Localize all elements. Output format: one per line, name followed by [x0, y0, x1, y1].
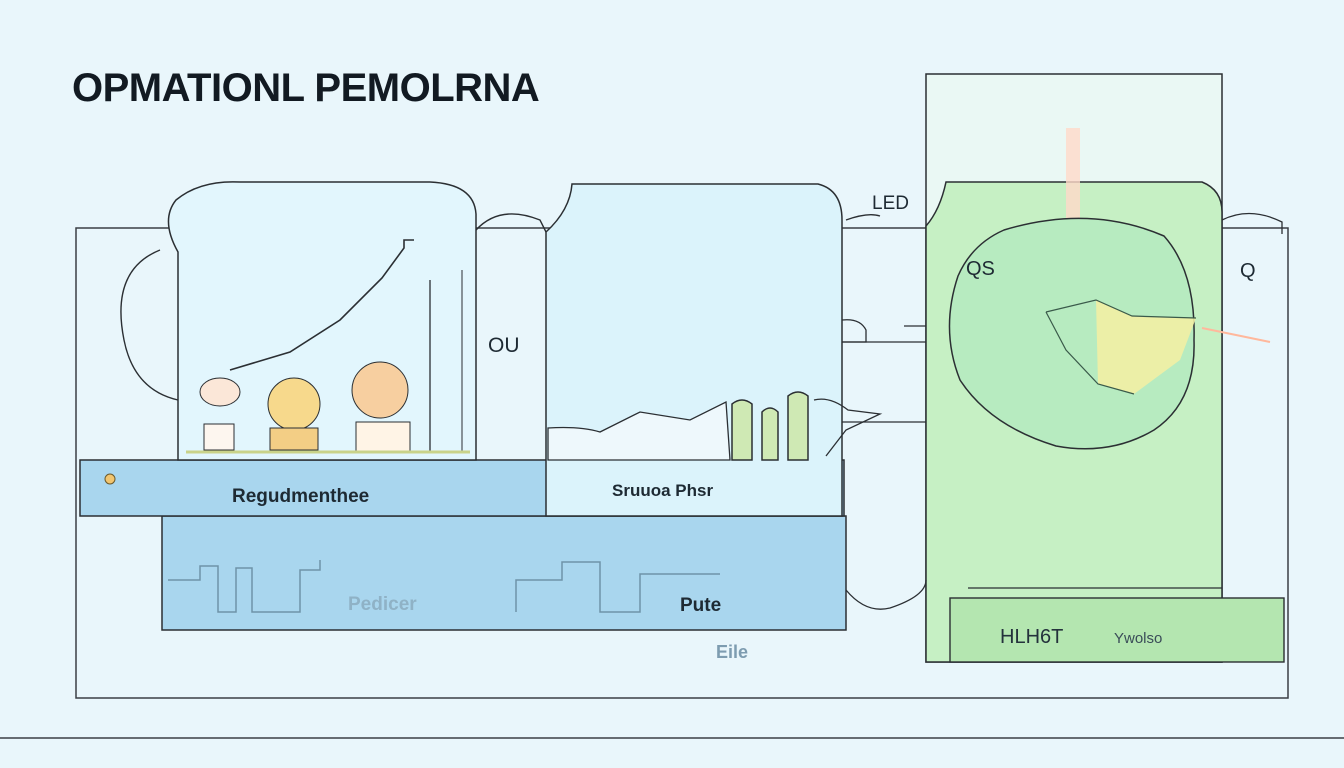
person-2 — [267, 377, 321, 431]
right-panel-side-label: Ywolso — [1114, 630, 1163, 647]
inner-right-label: QS — [966, 258, 995, 280]
right-edge-label: Q — [1240, 260, 1256, 282]
connector-mid-label: OU — [488, 334, 520, 357]
lower-skyline-left — [168, 560, 321, 613]
person-3 — [351, 361, 409, 419]
diagram-title: OPMATIONL PEMOLRNA — [72, 66, 540, 110]
middle-panel — [545, 183, 843, 517]
lower-band — [161, 515, 847, 631]
right-panel-main-label: HLH6T — [1000, 626, 1064, 648]
water-dot — [104, 473, 116, 485]
below-lower-label: Eile — [716, 642, 749, 662]
trend-line — [229, 239, 414, 371]
green-shelf — [949, 597, 1285, 663]
lower-left-label: Pedicer — [348, 594, 417, 615]
middle-panel-label: Sruuoa Phsr — [612, 481, 714, 500]
bar-towers — [731, 391, 809, 461]
lower-middle-label: Pute — [680, 595, 722, 616]
person-1 — [199, 377, 241, 407]
lower-skyline-right — [515, 561, 720, 613]
connector-top-right-label: LED — [872, 193, 909, 214]
left-panel-label: Regudmenthee — [232, 486, 370, 507]
